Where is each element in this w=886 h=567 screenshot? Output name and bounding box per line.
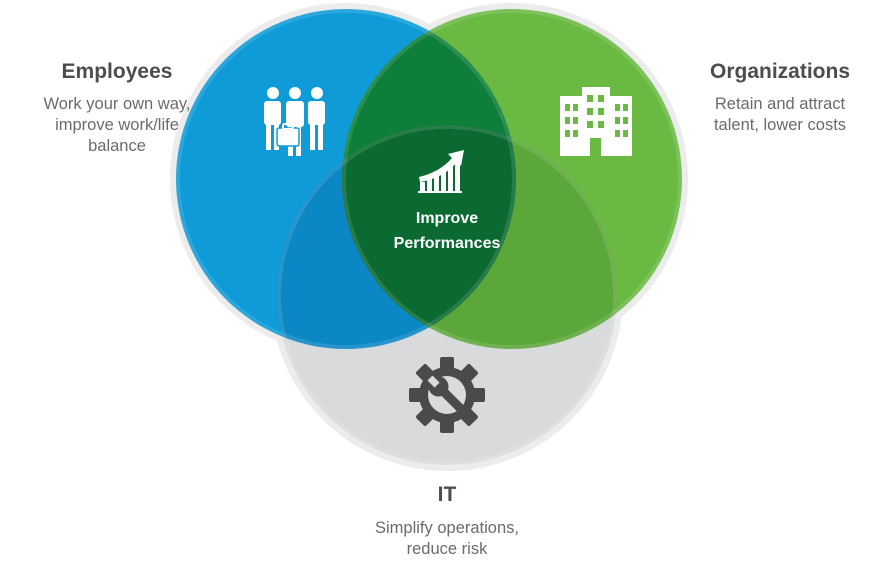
employees-desc-line-1: Work your own way,: [43, 95, 191, 113]
it-description: Simplify operations, reduce risk: [343, 518, 551, 560]
organizations-title: Organizations: [709, 60, 851, 83]
it-desc-line-1: Simplify operations,: [375, 519, 519, 537]
organizations-desc-line-1: Retain and attract: [714, 95, 846, 113]
employees-description: Work your own way, improve work/life bal…: [20, 94, 214, 157]
employees-label: Employees Work your own way, improve wor…: [20, 60, 214, 157]
it-label: IT Simplify operations, reduce risk: [343, 483, 551, 560]
it-title: IT: [437, 483, 457, 506]
center-title-line-1: Improve: [416, 210, 478, 227]
gear-wrench-icon: [409, 357, 485, 433]
growth-chart-icon: [418, 150, 464, 193]
organizations-label: Organizations Retain and attract talent,…: [680, 60, 880, 136]
organizations-description: Retain and attract talent, lower costs: [680, 94, 880, 136]
it-desc-line-2: reduce risk: [406, 540, 488, 558]
organizations-desc-line-2: talent, lower costs: [713, 116, 847, 134]
center-overlap: [342, 125, 516, 349]
center-title-line-2: Performances: [394, 235, 501, 252]
building-icon: [560, 87, 632, 156]
employees-desc-line-2: improve work/life: [55, 116, 179, 134]
employees-desc-line-3: balance: [88, 137, 146, 155]
people-icon: [264, 87, 325, 156]
employees-title: Employees: [61, 60, 173, 83]
